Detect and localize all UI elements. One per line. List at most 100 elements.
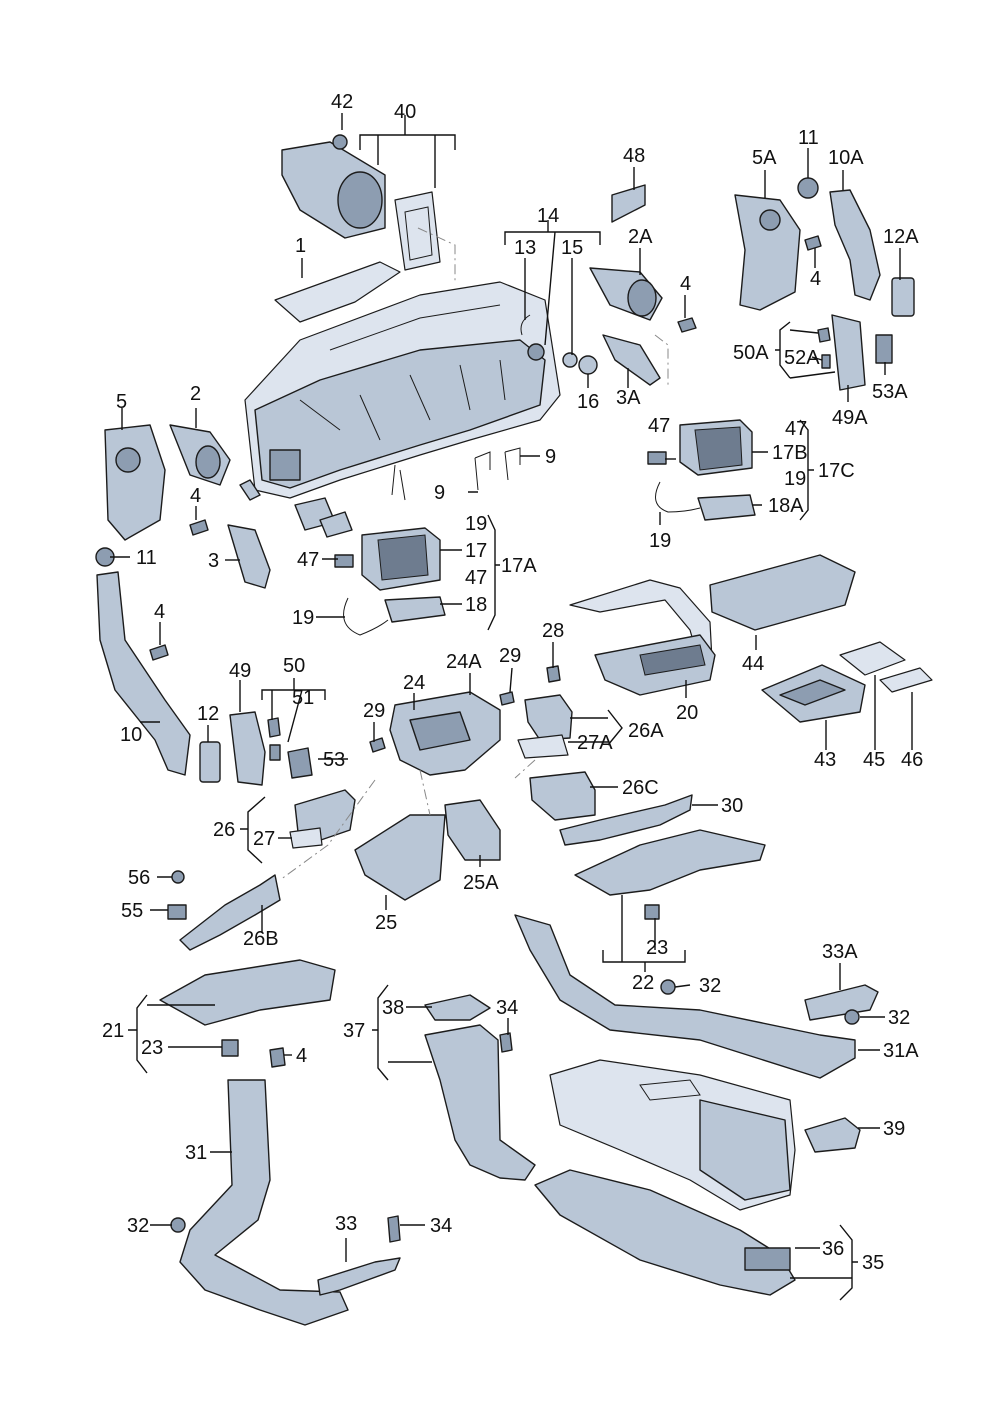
callout-42: 42 xyxy=(331,91,353,113)
callout-51: 51 xyxy=(292,687,314,709)
callout-47d: 47 xyxy=(465,567,487,589)
part-30-duct xyxy=(559,794,693,846)
part-49-panel xyxy=(229,711,266,786)
callout-4e: 4 xyxy=(296,1045,307,1067)
callout-18a: 18A xyxy=(768,495,804,517)
part-52a-clip xyxy=(821,354,831,369)
callout-5: 5 xyxy=(116,391,127,413)
part-27a-seal xyxy=(517,734,569,759)
part-32-clip-a xyxy=(660,979,676,995)
part-16-cap xyxy=(578,355,598,375)
callout-46: 46 xyxy=(901,749,923,771)
callout-32a: 32 xyxy=(699,975,721,997)
callout-9a: 9 xyxy=(545,446,556,468)
part-25a-duct xyxy=(444,799,501,861)
callout-26b: 26B xyxy=(243,928,279,950)
callout-3: 3 xyxy=(208,550,219,572)
part-11-grille-a xyxy=(797,177,819,199)
part-10a-duct xyxy=(829,189,881,301)
part-33a-duct xyxy=(804,984,879,1021)
part-23-clip-b xyxy=(221,1039,239,1057)
callout-20: 20 xyxy=(676,702,698,724)
callout-14: 14 xyxy=(537,205,559,227)
part-29-screw-b xyxy=(369,737,386,753)
callout-45: 45 xyxy=(863,749,885,771)
part-40-duct xyxy=(281,141,441,271)
part-13-clip xyxy=(520,314,531,336)
part-13-knob xyxy=(527,343,545,361)
callout-30: 30 xyxy=(721,795,743,817)
part-31-duct xyxy=(179,1079,349,1326)
callout-21: 21 xyxy=(102,1020,124,1042)
callout-49a: 49A xyxy=(832,407,868,429)
callout-25a: 25A xyxy=(463,872,499,894)
callout-27: 27 xyxy=(253,828,275,850)
part-21-plate xyxy=(159,959,336,1026)
part-34-screw-b xyxy=(387,1215,401,1243)
callout-53: 53 xyxy=(323,749,345,771)
part-56-screw xyxy=(171,870,185,884)
part-26a-duct xyxy=(524,694,573,741)
part-center-console xyxy=(549,1059,796,1211)
callout-19c: 19 xyxy=(465,513,487,535)
callout-48: 48 xyxy=(623,145,645,167)
callout-44: 44 xyxy=(742,653,764,675)
part-19-cable-a xyxy=(343,597,389,636)
part-20-frame xyxy=(569,579,716,696)
part-36-vent xyxy=(744,1247,791,1271)
part-23-clip-a xyxy=(644,904,660,920)
part-18-control xyxy=(384,596,446,623)
part-51-clip xyxy=(269,744,281,761)
callout-11b: 11 xyxy=(136,547,157,569)
callout-4a: 4 xyxy=(680,273,691,295)
part-26c-duct xyxy=(529,771,596,821)
callout-10: 10 xyxy=(120,724,142,746)
part-12-vent xyxy=(199,741,221,783)
callout-17a: 17A xyxy=(501,555,537,577)
part-25-duct xyxy=(354,814,446,901)
part-47-clip-a xyxy=(334,554,354,568)
part-19-cable-b xyxy=(655,481,701,513)
part-3-trim xyxy=(227,524,271,589)
callout-3a: 3A xyxy=(616,387,641,409)
part-31a-duct xyxy=(514,914,856,1079)
callout-1: 1 xyxy=(295,235,306,257)
part-35-duct xyxy=(534,1169,796,1296)
callout-38: 38 xyxy=(382,997,404,1019)
part-37-duct xyxy=(424,1024,536,1181)
dashboard-assembly xyxy=(239,281,561,538)
part-27-seal xyxy=(289,827,323,849)
part-34-screw-a xyxy=(499,1032,513,1053)
callout-27a: 27A xyxy=(577,732,613,754)
callout-2: 2 xyxy=(190,383,201,405)
part-53-vent xyxy=(287,747,313,779)
callout-43: 43 xyxy=(814,749,836,771)
callout-32c: 32 xyxy=(127,1215,149,1237)
part-55-clip xyxy=(167,904,187,920)
callout-31a: 31A xyxy=(883,1040,919,1062)
callout-9b: 9 xyxy=(434,482,445,504)
callout-52a: 52A xyxy=(784,347,820,369)
callout-17b: 17B xyxy=(772,442,808,464)
callout-22: 22 xyxy=(632,972,654,994)
callout-labels: 42 40 1 14 13 15 2A 48 5A 11 10A 12A 4 4… xyxy=(102,91,923,1274)
part-9-bracket xyxy=(474,447,521,491)
part-29-screw-a xyxy=(499,691,515,706)
guide-lines xyxy=(279,227,669,881)
callout-56: 56 xyxy=(128,867,150,889)
callout-47c: 47 xyxy=(297,549,319,571)
callout-36: 36 xyxy=(822,1238,844,1260)
part-5-cover xyxy=(104,424,166,541)
part-42-nut xyxy=(332,134,348,150)
callout-4d: 4 xyxy=(154,601,165,623)
callout-55: 55 xyxy=(121,900,143,922)
part-24-duct xyxy=(389,691,501,776)
callout-50a: 50A xyxy=(733,342,769,364)
callout-4b: 4 xyxy=(810,268,821,290)
callout-13: 13 xyxy=(514,237,536,259)
part-22-glovebox xyxy=(574,829,766,896)
callout-25: 25 xyxy=(375,912,397,934)
callout-11a: 11 xyxy=(798,127,819,149)
part-28-screw xyxy=(546,665,561,683)
